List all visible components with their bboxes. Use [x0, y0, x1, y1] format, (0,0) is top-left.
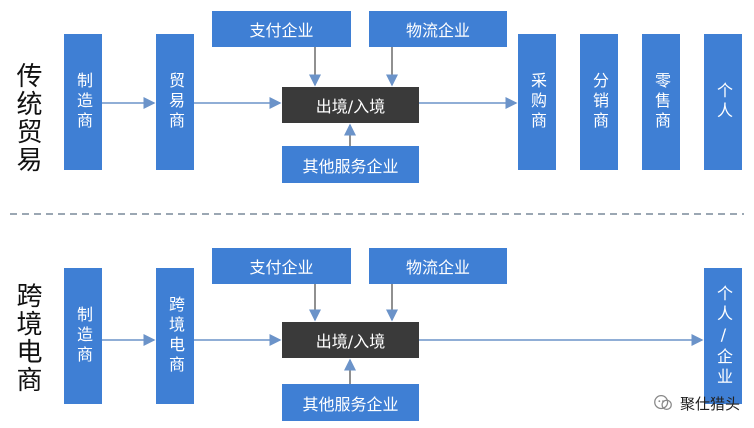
individual-box: 个人: [704, 34, 742, 170]
manufacturer-box: 制造商: [64, 34, 102, 170]
payment-box: 支付企业: [212, 11, 351, 47]
cross-border-ecommerce-box: 跨境电商: [156, 268, 194, 404]
customs-box-bottom: 出境/入境: [282, 322, 419, 358]
buyer-box: 采购商: [518, 34, 556, 170]
side-label-traditional: 传统贸易: [12, 62, 42, 174]
retailer-box: 零售商: [642, 34, 680, 170]
payment-box-bottom: 支付企业: [212, 248, 351, 284]
account-name: 聚仕猎头: [679, 394, 740, 413]
individual-enterprise-box: 个人/企业: [704, 268, 742, 404]
trader-box: 贸易商: [156, 34, 194, 170]
other-services-box: 其他服务企业: [282, 146, 419, 183]
logistics-box-bottom: 物流企业: [369, 248, 507, 284]
account-branding: 聚仕猎头: [652, 392, 740, 414]
distributor-box: 分销商: [580, 34, 618, 170]
customs-box: 出境/入境: [282, 87, 419, 123]
manufacturer-box-bottom: 制造商: [64, 268, 102, 404]
wechat-icon: [654, 395, 672, 411]
other-services-box-bottom: 其他服务企业: [282, 384, 419, 421]
side-label-cross-border: 跨境电商: [12, 282, 42, 394]
logistics-box: 物流企业: [369, 11, 507, 47]
